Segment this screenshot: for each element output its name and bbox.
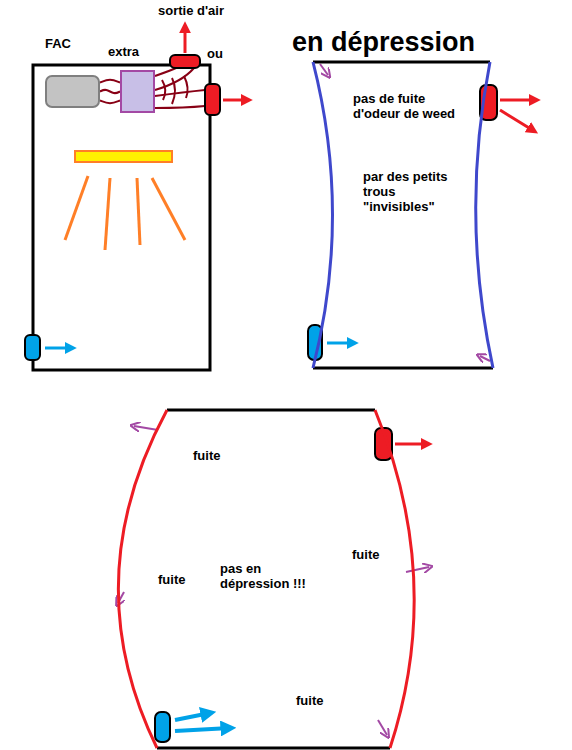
air-arrow (395, 443, 428, 446)
air-outlet (205, 84, 220, 115)
node-text: pas en dépression !!! (220, 561, 320, 591)
air-arrow (175, 713, 210, 720)
node-text: extra (108, 44, 139, 59)
tent-wall (313, 61, 490, 64)
node-text: fuite (158, 572, 185, 587)
air-arrow (184, 26, 187, 53)
node-text: FAC (45, 36, 71, 51)
light-rays (65, 176, 185, 250)
node-text: fuite (352, 547, 379, 562)
node-text: fuite (296, 693, 323, 708)
air-arrow (45, 347, 72, 350)
annotation: sortie d'air (158, 3, 224, 18)
heading: en dépression (292, 26, 475, 58)
tent-wall (313, 62, 333, 368)
node-shape (120, 70, 155, 113)
node-text: par des petits trous "invisibles" (363, 169, 468, 214)
duct-connector (100, 80, 120, 103)
tent-wall (157, 747, 390, 750)
tent-outline (33, 65, 210, 370)
node-shape (45, 75, 100, 108)
tent-not-negative: fuite fuite fuite pas en dépression !!! fuit… (108, 404, 418, 750)
air-intake (155, 712, 170, 742)
air-arrow (327, 342, 354, 345)
grow-lamp (75, 151, 172, 162)
leak-arrow (320, 64, 328, 75)
extractor-fan: extra (106, 42, 158, 114)
tent-outline (288, 20, 550, 372)
duct (155, 68, 205, 108)
air-arrow (500, 99, 536, 102)
air-arrow (175, 728, 230, 731)
annotation: ou (207, 46, 223, 61)
leak-arrow (480, 356, 490, 361)
air-arrow (223, 99, 248, 102)
node-text: pas de fuite d'odeur de weed (353, 91, 458, 121)
tent-wall (313, 367, 493, 370)
air-arrow (500, 110, 534, 131)
air-outlet (170, 55, 200, 68)
tent-negative-pressure: en dépression pas de fuite d'odeur de wee… (288, 20, 550, 372)
tent-wall (167, 409, 375, 412)
air-intake (25, 335, 40, 360)
node-text: fuite (193, 448, 220, 463)
carbon-filter: FAC (42, 34, 104, 110)
tent-wall (476, 62, 493, 368)
leak-arrow (118, 426, 429, 735)
tent-wall (375, 410, 414, 748)
